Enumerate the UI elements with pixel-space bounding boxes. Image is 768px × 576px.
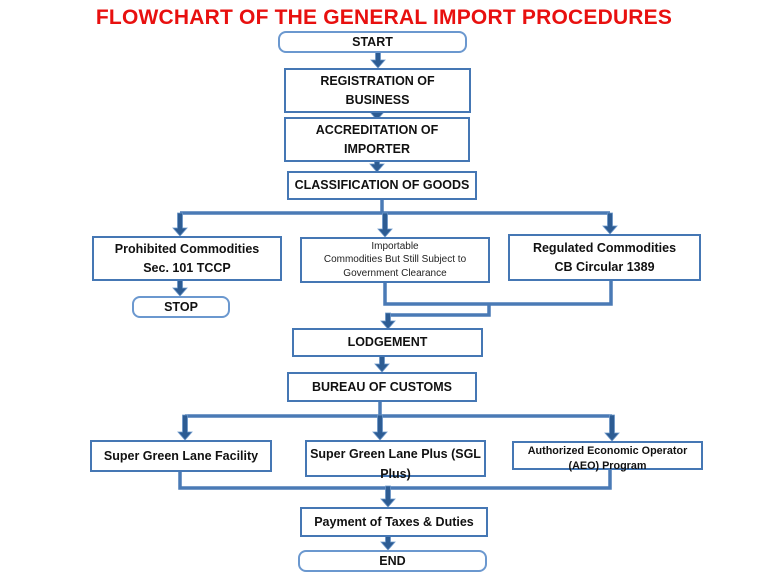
node-accreditation-line2: IMPORTER [344,141,410,156]
node-start-label: START [352,34,393,49]
node-payment-label: Payment of Taxes & Duties [314,514,474,529]
node-sgl-plus-line1: Super Green Lane Plus (SGL [310,447,481,461]
line-merge-mid [383,280,613,306]
line-merge-bottom [178,469,612,490]
node-end-label: END [379,553,406,568]
node-bureau-label: BUREAU OF CUSTOMS [311,379,453,394]
node-aeo-line1: Authorized Economic Operator [527,445,688,457]
node-lodgement: LODGEMENT [292,328,483,357]
node-regulated-commodities: Regulated Commodities CB Circular 1389 [508,234,701,281]
arrow-to-sgl-facility [177,414,193,441]
arrow-to-sgl-plus [372,414,388,441]
node-prohibited-line2: Sec. 101 TCCP [143,260,231,275]
arrow-to-importable [377,212,393,238]
node-sgl-facility-label: Super Green Lane Facility [103,448,259,463]
node-end: END [298,550,487,572]
node-registration-line2: BUSINESS [345,92,410,107]
node-registration-line1: REGISTRATION OF [320,73,435,88]
node-sgl-plus-line2: Plus) [380,467,411,481]
node-registration-of-business: REGISTRATION OF BUSINESS [284,68,471,113]
node-authorized-economic-operator: Authorized Economic Operator (AEO) Progr… [512,441,703,472]
node-regulated-line2: CB Circular 1389 [554,259,655,274]
node-importable-line2: Commodities But Still Subject to [323,254,467,266]
arrow-to-regulated [602,212,618,235]
node-stop-label: STOP [164,299,198,314]
arrow-payment-end [380,534,396,551]
node-super-green-lane-facility: Super Green Lane Facility [90,440,272,472]
node-prohibited-commodities: Prohibited Commodities Sec. 101 TCCP [92,236,282,281]
arrow-lodgement-bureau [374,354,390,373]
node-stop: STOP [132,296,230,318]
arrow-to-aeo [604,414,620,442]
node-start: START [278,31,467,53]
arrow-to-prohibited [172,212,188,237]
node-regulated-line1: Regulated Commodities [532,240,677,255]
node-classification-label: CLASSIFICATION OF GOODS [294,178,470,192]
arrow-to-lodgement [380,312,396,330]
node-importable-line3: Government Clearance [343,267,447,279]
node-payment-of-taxes-duties: Payment of Taxes & Duties [300,507,488,537]
page-title: FLOWCHART OF THE GENERAL IMPORT PROCEDUR… [95,6,673,29]
node-prohibited-line1: Prohibited Commodities [114,241,260,256]
node-lodgement-label: LODGEMENT [347,335,428,349]
node-importable-commodities: Importable Commodities But Still Subject… [300,237,490,283]
node-importable-line1: Importable [371,240,419,252]
node-accreditation-of-importer: ACCREDITATION OF IMPORTER [284,117,470,162]
node-super-green-lane-plus: Super Green Lane Plus (SGL Plus) [305,440,486,481]
node-bureau-of-customs: BUREAU OF CUSTOMS [287,372,477,402]
node-classification-of-goods: CLASSIFICATION OF GOODS [287,171,477,200]
arrow-prohibited-stop [172,279,188,297]
arrow-to-payment [380,485,396,508]
line-merge-step [388,304,491,317]
node-aeo-line2: (AEO) Program [568,460,647,472]
node-accreditation-line1: ACCREDITATION OF [315,122,439,137]
